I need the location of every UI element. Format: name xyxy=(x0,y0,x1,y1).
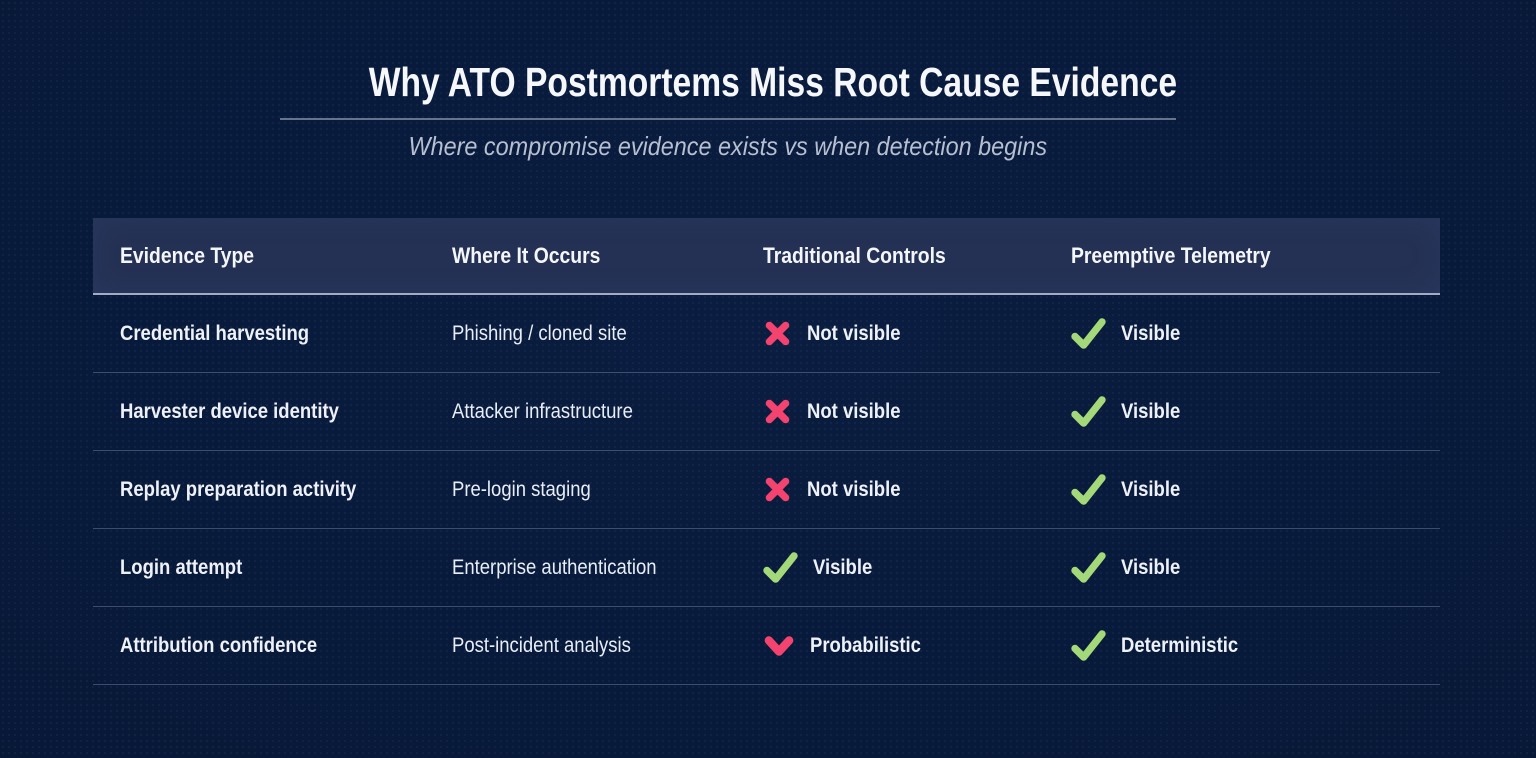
column-header-label: Evidence Type xyxy=(120,242,255,268)
evidence-type-cell: Harvester device identity xyxy=(120,399,339,423)
table-header-row: Evidence Type Where It Occurs Traditional … xyxy=(93,218,1440,295)
x-mark-icon xyxy=(763,475,792,504)
traditional-controls-cell: Visible xyxy=(736,552,1044,583)
title-divider xyxy=(280,118,1176,121)
where-it-occurs-cell: Post-incident analysis xyxy=(452,633,631,657)
table-row: Replay preparation activity Pre-login st… xyxy=(93,451,1440,529)
evidence-type-cell: Credential harvesting xyxy=(120,321,310,345)
column-header-traditional-controls: Traditional Controls xyxy=(736,243,1044,269)
check-icon xyxy=(1071,552,1106,583)
traditional-controls-cell: Not visible xyxy=(736,475,1044,504)
preemptive-telemetry-cell: Visible xyxy=(1044,474,1440,505)
table-row: Credential harvesting Phishing / cloned … xyxy=(93,295,1440,373)
evidence-type-cell: Attribution confidence xyxy=(120,633,318,657)
table-row: Attribution confidence Post-incident ana… xyxy=(93,607,1440,685)
table-row: Harvester device identity Attacker infra… xyxy=(93,373,1440,451)
table-row: Login attempt Enterprise authentication … xyxy=(93,529,1440,607)
preemptive-telemetry-cell: Visible xyxy=(1044,552,1440,583)
column-header-label: Where It Occurs xyxy=(452,242,601,268)
column-header-evidence-type: Evidence Type xyxy=(93,243,425,269)
column-header-where-it-occurs: Where It Occurs xyxy=(425,243,736,269)
check-icon xyxy=(1071,630,1106,661)
chevron-down-icon xyxy=(763,634,795,658)
x-mark-icon xyxy=(763,397,792,426)
traditional-controls-cell: Probabilistic xyxy=(736,633,1044,658)
where-it-occurs-cell: Enterprise authentication xyxy=(452,555,657,579)
traditional-controls-cell: Not visible xyxy=(736,397,1044,426)
preemptive-telemetry-cell: Visible xyxy=(1044,318,1440,349)
evidence-table: Evidence Type Where It Occurs Traditional … xyxy=(93,218,1440,685)
check-icon xyxy=(1071,318,1106,349)
where-it-occurs-cell: Pre-login staging xyxy=(452,477,591,501)
preemptive-telemetry-cell: Deterministic xyxy=(1044,630,1440,661)
column-header-label: Preemptive Telemetry xyxy=(1071,242,1271,268)
check-icon xyxy=(1071,474,1106,505)
column-header-label: Traditional Controls xyxy=(763,242,946,268)
traditional-controls-cell: Not visible xyxy=(736,319,1044,348)
table-body: Credential harvesting Phishing / cloned … xyxy=(93,295,1440,685)
where-it-occurs-cell: Phishing / cloned site xyxy=(452,321,627,345)
evidence-type-cell: Replay preparation activity xyxy=(120,477,357,501)
column-header-preemptive-telemetry: Preemptive Telemetry xyxy=(1044,243,1440,269)
x-mark-icon xyxy=(763,319,792,348)
page-subtitle: Where compromise evidence exists vs when… xyxy=(408,131,1048,162)
evidence-type-cell: Login attempt xyxy=(120,555,243,579)
page-title: Why ATO Postmortems Miss Root Cause Evid… xyxy=(368,59,1178,105)
title-block: Why ATO Postmortems Miss Root Cause Evid… xyxy=(280,59,1178,162)
check-icon xyxy=(763,552,798,583)
check-icon xyxy=(1071,396,1106,427)
where-it-occurs-cell: Attacker infrastructure xyxy=(452,399,633,423)
preemptive-telemetry-cell: Visible xyxy=(1044,396,1440,427)
